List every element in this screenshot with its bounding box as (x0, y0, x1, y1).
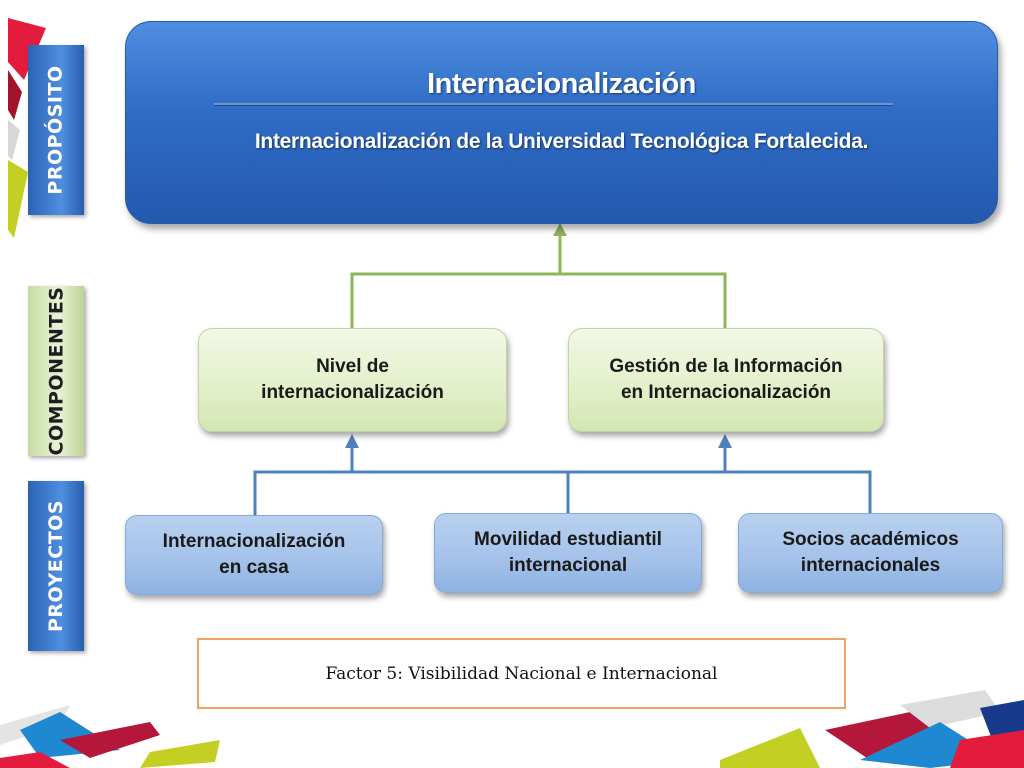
side-label-componentes: COMPONENTES (28, 286, 84, 456)
deco-bottom-right-gray (900, 690, 1000, 728)
deco-darkred-ribbon (8, 70, 22, 120)
deco-bottom-left-red2 (0, 752, 70, 768)
project-label-1: Internacionalización en casa (162, 531, 346, 578)
deco-gray-ribbon (8, 120, 20, 160)
project-label-3: Socios académicos internacionales (782, 529, 959, 576)
deco-bottom-left-red (60, 722, 160, 758)
side-label-proposito-text: PROPÓSITO (45, 65, 67, 195)
factor-label: Factor 5: Visibilidad Nacional e Interna… (325, 663, 718, 684)
project-box-1: Internacionalización en casa (125, 515, 383, 595)
purpose-subtitle: Internacionalización de la Universidad T… (254, 130, 869, 153)
side-label-proyectos: PROYECTOS (28, 481, 84, 651)
component-label-2: Gestión de la Información en Internacion… (609, 356, 843, 403)
side-label-proyectos-text: PROYECTOS (45, 499, 68, 633)
deco-bottom-left-lime (140, 740, 220, 768)
project-label-2: Movilidad estudiantil internacional (474, 529, 662, 576)
component-label-1: Nivel de internacionalización (261, 356, 444, 403)
project-box-2: Movilidad estudiantil internacional (434, 513, 702, 593)
deco-bottom-right-lime (720, 728, 820, 768)
connector-components-to-purpose (350, 232, 727, 330)
arrow-head-purpose (553, 223, 567, 236)
deco-lime-ribbon (8, 160, 28, 238)
deco-bottom-right-red (825, 712, 950, 760)
factor-box: Factor 5: Visibilidad Nacional e Interna… (197, 638, 846, 709)
connector-projects-to-components (253, 446, 872, 516)
title-divider (214, 103, 893, 106)
side-label-componentes-text: COMPONENTES (45, 286, 67, 456)
arrow-head-component-2 (718, 434, 732, 448)
purpose-box: Internacionalización Internacionalizació… (125, 21, 998, 224)
purpose-title: Internacionalización (427, 68, 696, 100)
component-box-2: Gestión de la Información en Internacion… (568, 328, 884, 432)
deco-bottom-right-red2 (950, 730, 1024, 768)
project-box-3: Socios académicos internacionales (738, 513, 1003, 593)
deco-red-ribbon (8, 18, 46, 80)
side-label-proposito: PROPÓSITO (28, 45, 84, 215)
arrow-head-component-1 (345, 434, 359, 448)
component-box-1: Nivel de internacionalización (198, 328, 507, 432)
